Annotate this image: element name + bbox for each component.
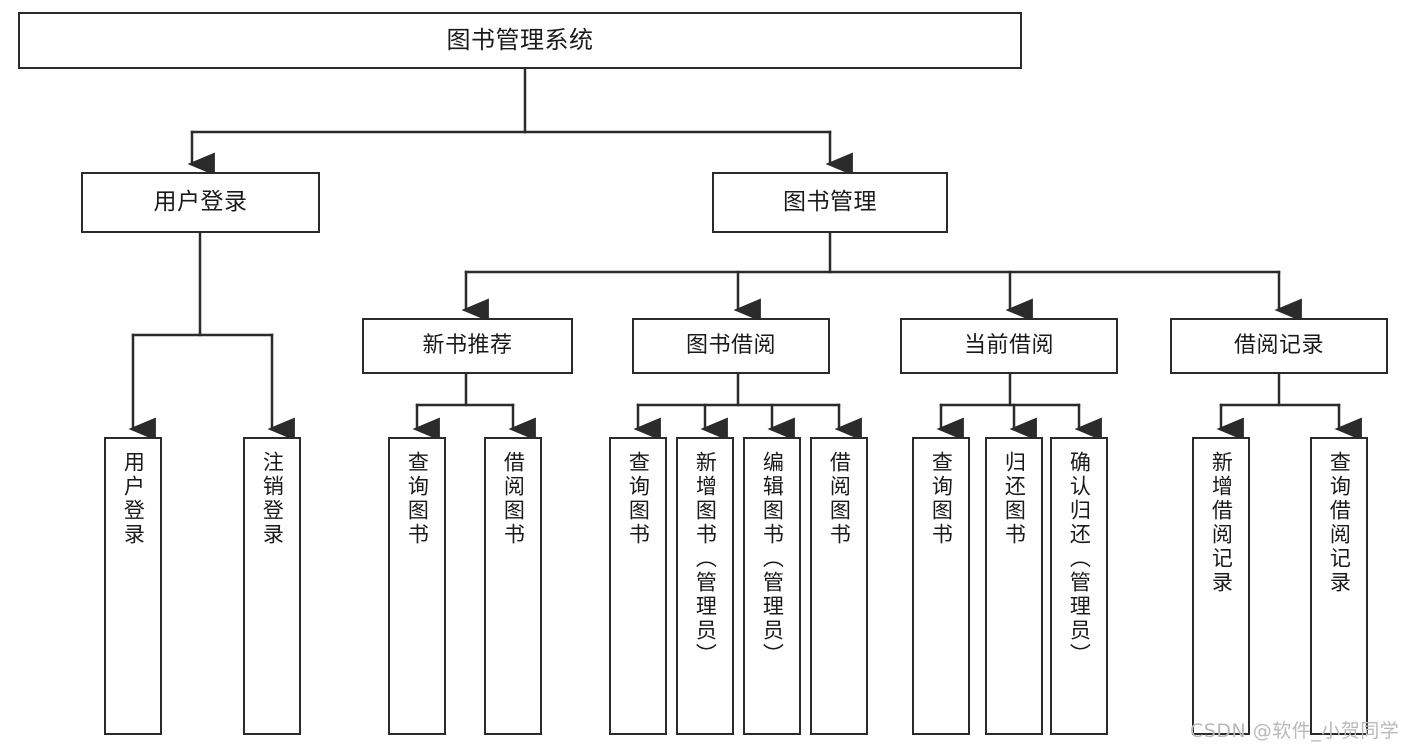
node-user-login[interactable]: 用户登录 [81, 172, 320, 233]
node-leaf-edit-book-label: 编辑图书（管理员） [760, 451, 785, 667]
node-leaf-return-book[interactable]: 归还图书 [985, 437, 1043, 735]
node-book-borrow[interactable]: 图书借阅 [632, 318, 830, 374]
node-book-management[interactable]: 图书管理 [712, 172, 948, 233]
node-leaf-logout-label: 注销登录 [260, 451, 285, 547]
node-borrow-record[interactable]: 借阅记录 [1170, 318, 1388, 374]
node-leaf-confirm-return-label: 确认归还（管理员） [1067, 451, 1092, 667]
csdn-watermark: CSDN @软件_小贺同学 [1190, 720, 1400, 742]
node-root[interactable]: 图书管理系统 [18, 12, 1022, 69]
node-book-borrow-label: 图书借阅 [685, 333, 776, 359]
node-borrow-record-label: 借阅记录 [1233, 333, 1324, 359]
node-leaf-query-book-3[interactable]: 查询图书 [912, 437, 970, 735]
node-new-book-recommend-label: 新书推荐 [422, 333, 513, 359]
node-leaf-user-login-label: 用户登录 [121, 451, 146, 547]
node-new-book-recommend[interactable]: 新书推荐 [362, 318, 573, 374]
node-leaf-add-record-label: 新增借阅记录 [1209, 451, 1234, 595]
node-leaf-borrow-book-2[interactable]: 借阅图书 [810, 437, 868, 735]
node-leaf-query-book-3-label: 查询图书 [929, 451, 954, 547]
node-leaf-add-book[interactable]: 新增图书（管理员） [676, 437, 734, 735]
node-root-label: 图书管理系统 [446, 26, 594, 55]
node-leaf-edit-book[interactable]: 编辑图书（管理员） [743, 437, 801, 735]
node-leaf-logout[interactable]: 注销登录 [243, 437, 301, 735]
node-leaf-add-record[interactable]: 新增借阅记录 [1192, 437, 1250, 735]
node-current-borrow-label: 当前借阅 [963, 333, 1054, 359]
node-leaf-borrow-book-2-label: 借阅图书 [827, 451, 852, 547]
node-user-login-label: 用户登录 [153, 188, 248, 215]
node-leaf-borrow-book-1-label: 借阅图书 [501, 451, 526, 547]
node-leaf-query-record-label: 查询借阅记录 [1327, 451, 1352, 595]
node-leaf-confirm-return[interactable]: 确认归还（管理员） [1050, 437, 1108, 735]
node-leaf-borrow-book-1[interactable]: 借阅图书 [484, 437, 542, 735]
node-leaf-query-book-2-label: 查询图书 [626, 451, 651, 547]
node-book-management-label: 图书管理 [783, 188, 877, 215]
node-leaf-query-book-1[interactable]: 查询图书 [388, 437, 446, 735]
node-current-borrow[interactable]: 当前借阅 [900, 318, 1118, 374]
node-leaf-query-book-1-label: 查询图书 [405, 451, 430, 547]
node-leaf-query-record[interactable]: 查询借阅记录 [1310, 437, 1368, 735]
node-leaf-return-book-label: 归还图书 [1002, 451, 1027, 547]
node-leaf-add-book-label: 新增图书（管理员） [693, 451, 718, 667]
node-leaf-user-login[interactable]: 用户登录 [104, 437, 162, 735]
node-leaf-query-book-2[interactable]: 查询图书 [609, 437, 667, 735]
